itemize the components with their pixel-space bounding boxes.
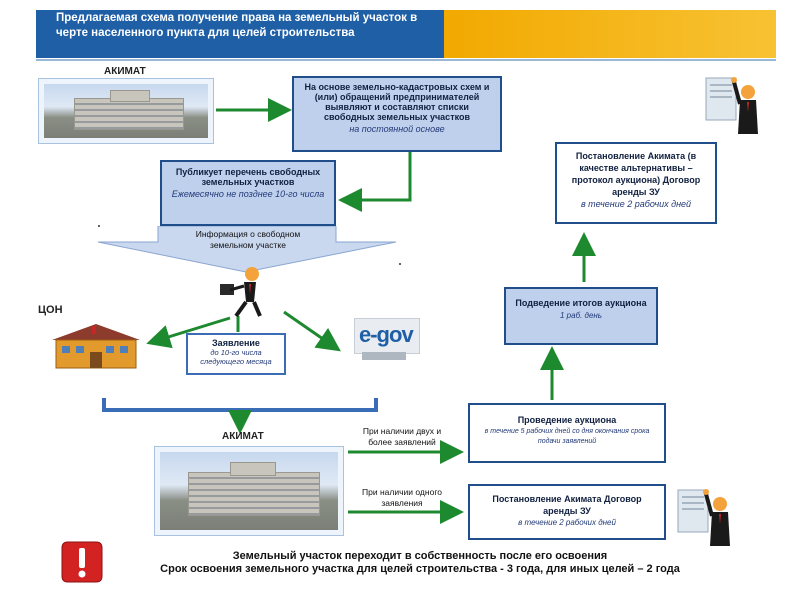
box-resolution-top: Постановление Акимата (в качестве альтер…: [555, 142, 717, 224]
egov-logo: e-gov: [354, 318, 420, 354]
box-application: Заявление до 10-го числа следующего меся…: [186, 333, 286, 375]
condition-two-applications: При наличии двух и более заявлений: [362, 426, 442, 447]
box-resolution-top-period: в течение 2 рабочих дней: [580, 199, 692, 209]
box-auction-period: в течение 5 рабочих дней со дня окончани…: [484, 428, 650, 445]
certificate-businessman-icon-top: [705, 77, 758, 134]
box-results: Подведение итогов аукциона 1 раб. день: [504, 287, 658, 345]
akimat-building-image-bottom: [154, 446, 344, 536]
tson-building-icon: [52, 324, 140, 369]
box-resolution-bottom: Постановление Акимата Договор аренды ЗУ …: [468, 484, 666, 540]
box-lists: На основе земельно-кадастровых схем и (и…: [292, 76, 502, 152]
box-lists-period: на постоянной основе: [349, 124, 445, 134]
header-bar: [36, 10, 444, 58]
box-application-title: Заявление: [212, 338, 260, 348]
box-results-text: Подведение итогов аукциона: [515, 298, 647, 308]
box-application-period: до 10-го числа следующего месяца: [200, 348, 272, 366]
warning-exclamation-icon: [61, 541, 103, 583]
info-down-arrow: [97, 226, 397, 273]
condition-one-application: При наличии одного заявления: [362, 487, 442, 508]
tson-label: ЦОН: [38, 304, 63, 316]
box-publish: Публикует перечень свободных земельных у…: [160, 160, 336, 226]
box-resolution-bottom-text: Постановление Акимата Договор аренды ЗУ: [492, 494, 642, 516]
box-resolution-bottom-period: в течение 2 рабочих дней: [518, 518, 616, 527]
page-title: Предлагаемая схема получение права на зе…: [56, 12, 418, 39]
box-resolution-top-text: Постановление Акимата (в качестве альтер…: [571, 151, 701, 197]
egov-text: e-gov: [359, 322, 414, 347]
footer-line-1: Земельный участок переходит в собственно…: [232, 550, 608, 562]
header-divider: [36, 59, 776, 61]
footer-note: Земельный участок переходит в собственно…: [110, 550, 730, 576]
header-accent: [444, 10, 776, 58]
box-auction-text: Проведение аукциона: [517, 415, 617, 425]
box-publish-period: Ежемесячно не позднее 10-го числа: [171, 189, 325, 199]
akimat-label-top: АКИМАТ: [104, 66, 146, 77]
akimat-label-bottom: АКИМАТ: [222, 431, 264, 442]
box-auction: Проведение аукциона в течение 5 рабочих …: [468, 403, 666, 463]
egov-monitor-stand: [362, 352, 406, 360]
certificate-businessman-icon-bottom: [677, 489, 730, 546]
box-lists-text: На основе земельно-кадастровых схем и (и…: [304, 82, 490, 122]
businessman-icon: [220, 267, 262, 318]
footer-line-2: Срок освоения земельного участка для цел…: [160, 563, 680, 575]
box-publish-text: Публикует перечень свободных земельных у…: [175, 167, 321, 187]
akimat-building-image-top: [38, 78, 214, 144]
info-arrow-label: Информация о свободном земельном участке: [195, 229, 301, 250]
box-results-period: 1 раб. день: [560, 311, 602, 320]
